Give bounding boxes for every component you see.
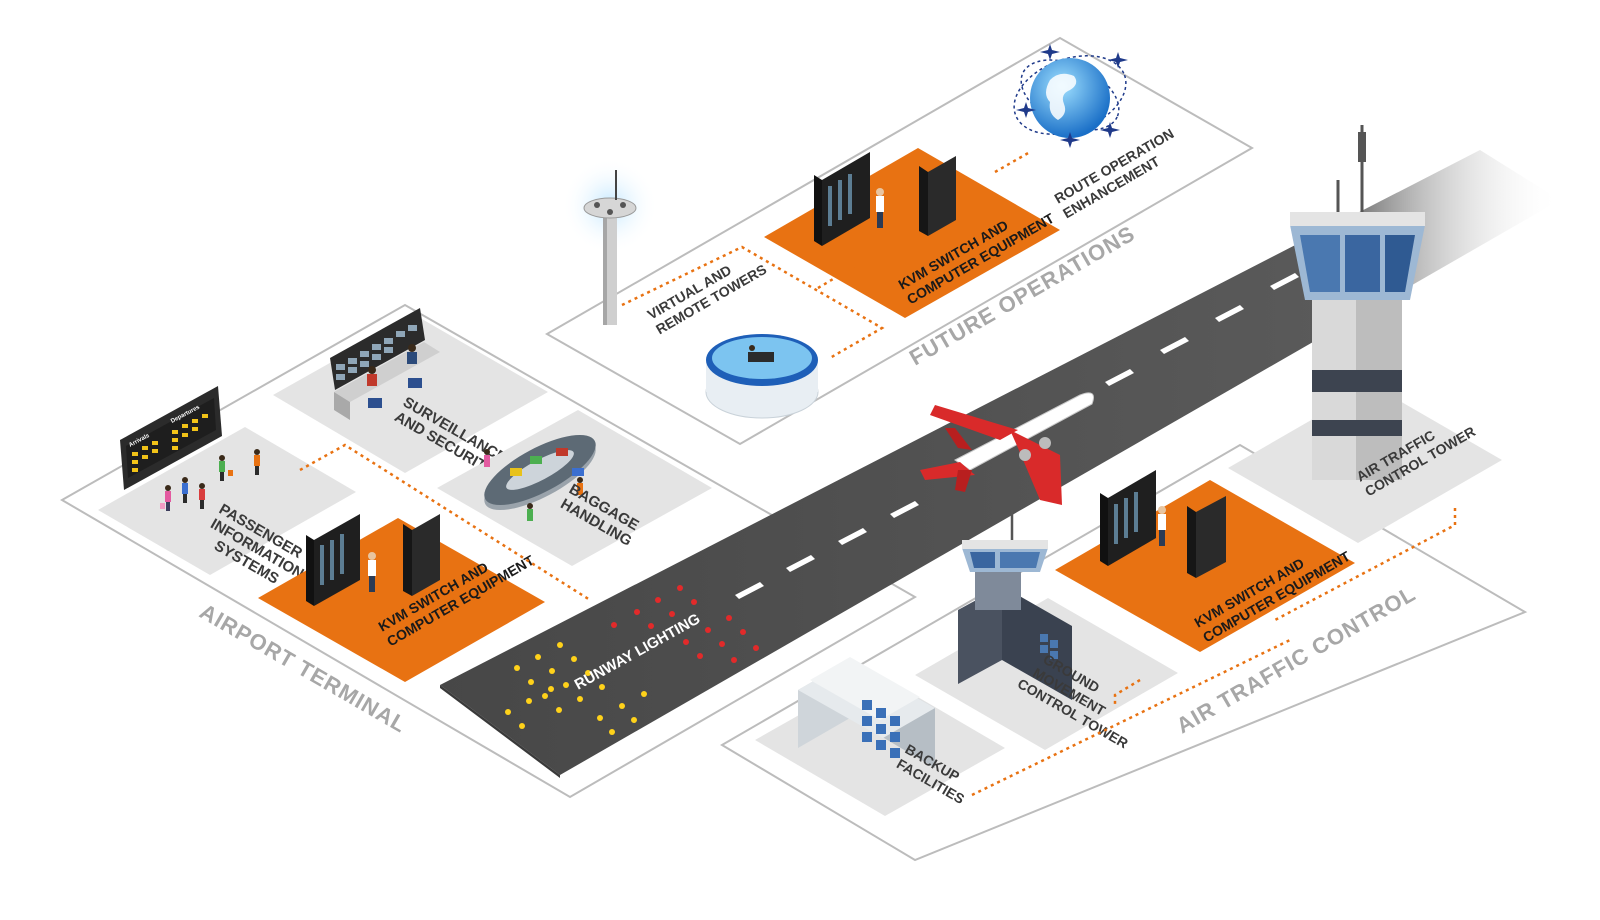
passengers: [160, 449, 260, 511]
atc-tower: [1290, 125, 1425, 480]
baggage-handling-tile: BAGGAGE HANDLING: [437, 410, 712, 566]
connector-lines: [299, 150, 1457, 797]
runway-centerline: [735, 273, 1299, 599]
atc-server-racks: [1100, 470, 1226, 578]
departures-board: Arrivals Departures: [120, 386, 222, 490]
baggage-carousel: [484, 435, 596, 521]
backup-building: [798, 657, 935, 768]
remote-tower-simulator: [705, 334, 819, 419]
runway-lights-red: [611, 585, 759, 663]
future-server-racks: [814, 152, 956, 246]
terminal-server-racks: [306, 514, 440, 606]
runway-lights-yellow: [505, 642, 647, 735]
runway: RUNWAY LIGHTING: [440, 150, 1560, 778]
surveillance-desk: [330, 308, 440, 420]
airplane: [920, 392, 1094, 505]
ground-movement-tower: [958, 510, 1072, 700]
virtual-tower-mast: [562, 158, 658, 325]
globe-icon: [1013, 44, 1128, 148]
